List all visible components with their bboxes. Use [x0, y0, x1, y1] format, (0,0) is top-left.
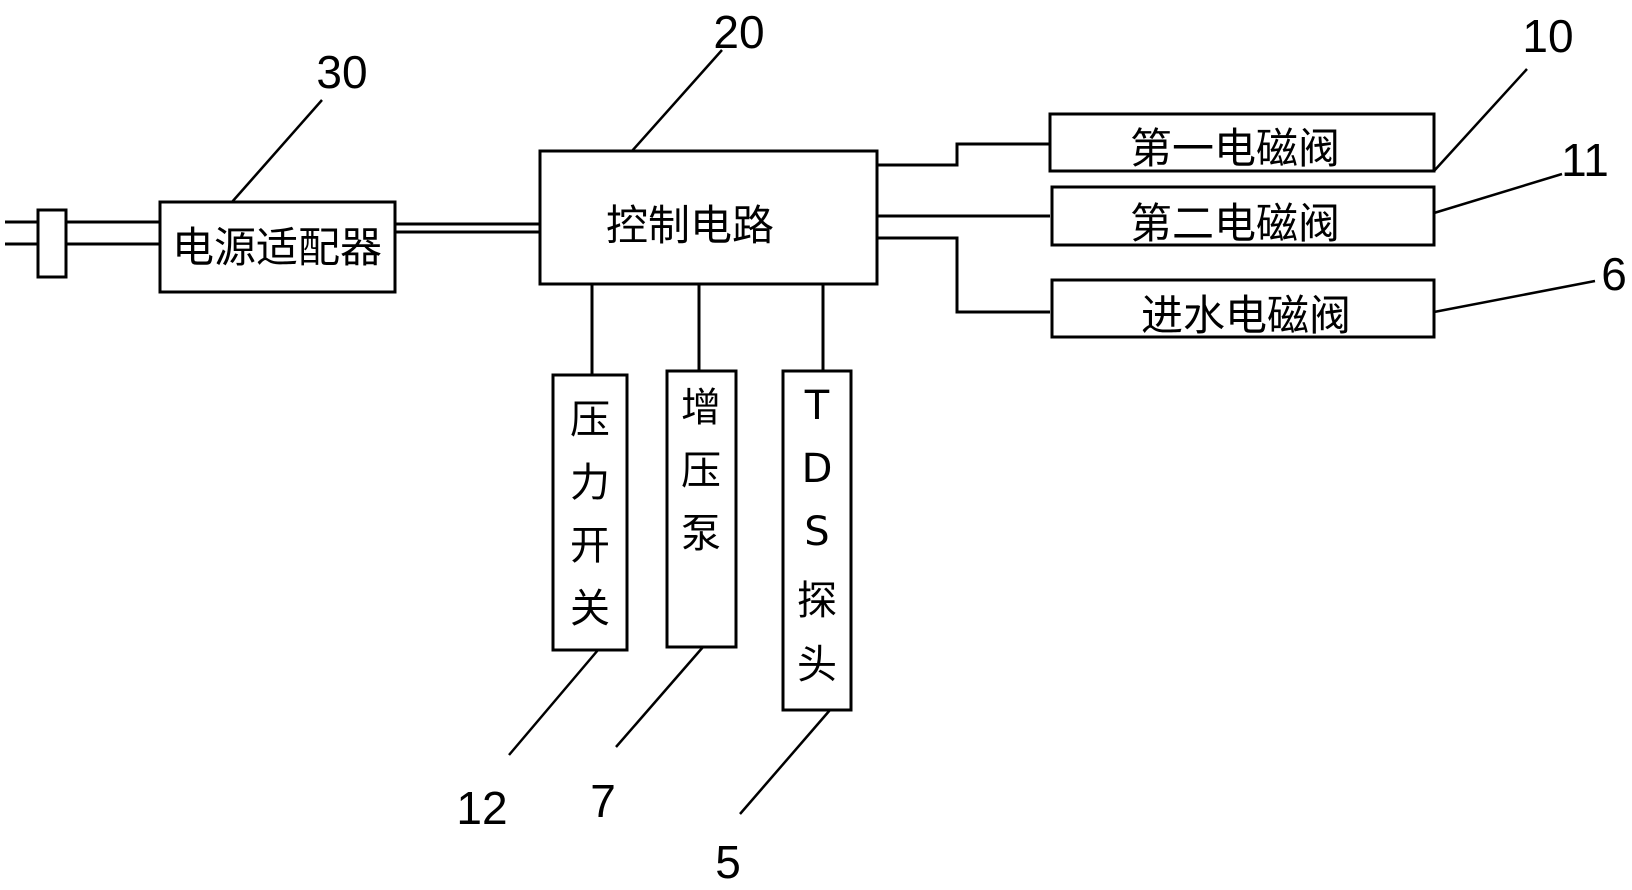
- pressure-switch-label-char: 开: [570, 523, 610, 569]
- power-plug-icon: [5, 208, 68, 279]
- plug-adapter-wires: [66, 220, 160, 246]
- power-adapter-label: 电源适配器: [172, 223, 382, 272]
- booster-pump-label-char: 泵: [681, 511, 721, 557]
- reference-numbers: 30 20 10 11 6 12 7 5: [316, 6, 1626, 888]
- pressure-switch-label-char: 力: [570, 460, 610, 506]
- pressure-switch-block: 压 力 开 关: [551, 373, 629, 652]
- ref-number-11: 11: [1561, 134, 1609, 186]
- control-circuit-label: 控制电路: [606, 201, 774, 250]
- ref-number-30: 30: [316, 46, 367, 98]
- booster-pump-block: 增 压 泵: [665, 369, 738, 649]
- tds-probe-label-char: 头: [797, 642, 837, 688]
- inlet-solenoid-valve-block: 进水电磁阀: [1050, 278, 1436, 340]
- tds-probe-label-char: T: [804, 383, 830, 429]
- ref-number-10: 10: [1522, 10, 1573, 62]
- power-adapter-block: 电源适配器: [158, 200, 397, 294]
- booster-pump-label-char: 增: [681, 385, 721, 431]
- leader-5: [739, 709, 831, 815]
- inlet-solenoid-valve-label: 进水电磁阀: [1141, 291, 1351, 340]
- leader-10: [1433, 68, 1528, 172]
- pressure-switch-label-char: 关: [570, 586, 610, 632]
- first-solenoid-valve-label: 第一电磁阀: [1130, 124, 1340, 173]
- pressure-switch-label-char: 压: [570, 397, 610, 443]
- second-solenoid-valve-block: 第二电磁阀: [1050, 185, 1436, 248]
- leader-12: [508, 649, 599, 756]
- first-solenoid-valve-block: 第一电磁阀: [1048, 112, 1436, 173]
- ref-number-6: 6: [1601, 248, 1627, 300]
- ref-number-12: 12: [456, 782, 507, 834]
- leader-30: [231, 99, 323, 203]
- leader-20: [631, 49, 723, 152]
- control-circuit-block: 控制电路: [538, 149, 879, 286]
- tds-probe-label-char: 探: [797, 578, 837, 624]
- leader-6: [1433, 279, 1596, 314]
- second-solenoid-valve-label: 第二电磁阀: [1130, 199, 1340, 248]
- adapter-control-wires: [395, 222, 540, 234]
- control-bottom-wires: [590, 284, 825, 375]
- leader-11: [1433, 172, 1563, 215]
- leader-lines: [231, 49, 1596, 815]
- ref-number-7: 7: [590, 775, 616, 827]
- control-valve-wires: [877, 142, 1050, 314]
- tds-probe-label-char: D: [802, 446, 833, 492]
- ref-number-20: 20: [713, 6, 764, 58]
- leader-7: [615, 646, 704, 748]
- tds-probe-label-char: S: [804, 509, 829, 555]
- tds-probe-block: T D S 探 头: [781, 369, 853, 712]
- booster-pump-label-char: 压: [681, 448, 721, 494]
- ref-number-5: 5: [715, 836, 741, 888]
